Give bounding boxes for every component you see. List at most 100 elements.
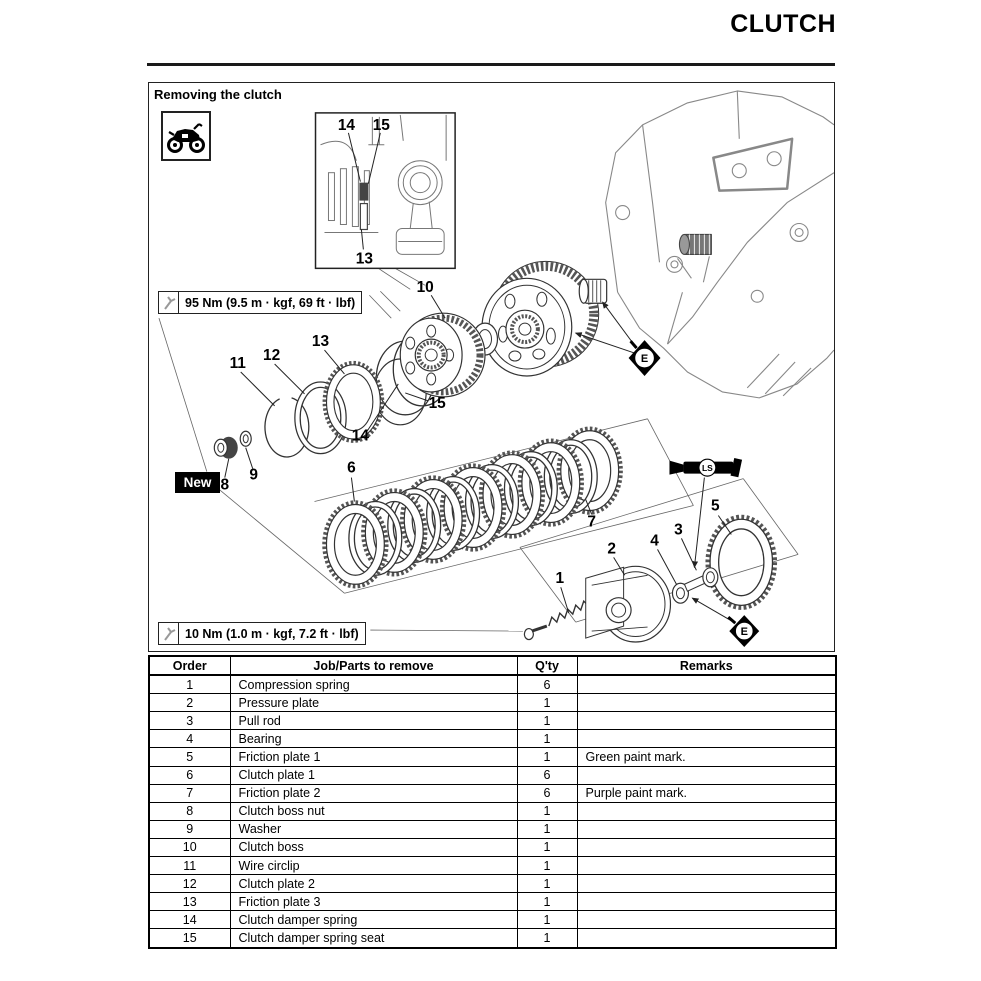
figure-panel: Removing the clutch [148, 82, 835, 652]
cell-order: 13 [148, 892, 231, 912]
cell-qty: 1 [516, 729, 578, 749]
cell-remarks [576, 874, 837, 894]
torque-value: 10 Nm (1.0 m · kgf, 7.2 ft · lbf) [185, 626, 359, 641]
cell-qty: 1 [516, 837, 578, 858]
callout-15: 15 [429, 395, 447, 412]
cell-remarks [576, 693, 837, 713]
cell-order: 3 [148, 711, 231, 731]
cell-order: 12 [148, 874, 231, 894]
callout-2: 2 [607, 540, 616, 557]
cell-job: Clutch boss nut [229, 801, 518, 821]
callout-9: 9 [249, 467, 258, 484]
cell-qty: 6 [516, 674, 578, 695]
header-remarks: Remarks [576, 655, 837, 677]
cell-order: 5 [148, 747, 231, 767]
callout-15-inset: 15 [373, 117, 391, 134]
cell-job: Friction plate 1 [229, 747, 518, 767]
oil-symbol-letter: E [741, 626, 748, 638]
plate-stack-drawing [324, 429, 620, 586]
callout-7: 7 [587, 513, 596, 530]
cell-remarks [576, 674, 837, 695]
cell-job: Clutch plate 1 [229, 765, 518, 785]
cell-job: Clutch plate 2 [229, 874, 518, 894]
oil-symbol-letter: E [641, 353, 648, 365]
cell-qty: 1 [516, 892, 578, 912]
cell-order: 9 [148, 819, 231, 839]
cell-qty: 1 [516, 711, 578, 731]
callout-3: 3 [674, 521, 683, 538]
cell-qty: 1 [516, 747, 578, 767]
cell-order: 7 [148, 783, 231, 803]
bearing [671, 582, 690, 604]
cell-remarks [576, 801, 837, 821]
cell-qty: 1 [516, 928, 578, 948]
cell-remarks: Green paint mark. [576, 747, 837, 767]
cell-remarks [576, 928, 837, 948]
pull-rod [683, 567, 719, 592]
cell-job: Clutch damper spring [229, 910, 518, 930]
cell-job: Clutch boss [229, 837, 518, 858]
callout-12: 12 [263, 347, 280, 364]
clutch-boss-drawing [399, 312, 486, 398]
damper-spring-section [359, 182, 369, 201]
torque-spec-box-10nm: 10 Nm (1.0 m · kgf, 7.2 ft · lbf) [158, 622, 366, 645]
inset-detail-box [314, 112, 456, 270]
cell-qty: 1 [516, 910, 578, 930]
motorcycle-icon-box [161, 111, 211, 161]
cell-order: 14 [148, 910, 231, 930]
cell-qty: 1 [516, 819, 578, 839]
pressure-plate-group-drawing [523, 517, 775, 643]
transmission-shaft-spline [677, 233, 712, 283]
cell-remarks [576, 765, 837, 785]
clutch-housing-drawing [471, 260, 608, 377]
table-header-row: Order Job/Parts to remove Q'ty Remarks [148, 655, 837, 677]
wire-circlip [264, 397, 310, 458]
cell-order: 2 [148, 693, 231, 713]
exploded-clutch-diagram: E E LS 14 15 13 10 11 12 13 15 14 6 7 [158, 90, 834, 648]
cell-order: 6 [148, 765, 231, 785]
header-qty: Q'ty [516, 655, 578, 677]
callout-labels: 14 15 13 10 11 12 13 15 14 6 7 5 3 4 2 1… [220, 117, 720, 587]
cell-order: 8 [148, 801, 231, 821]
cell-remarks [576, 711, 837, 731]
cell-order: 4 [148, 729, 231, 749]
grease-symbol-letters: LS [702, 463, 713, 473]
cell-job: Friction plate 2 [229, 783, 518, 803]
compression-spring-and-bolt [523, 597, 593, 641]
cell-job: Pressure plate [229, 693, 518, 713]
clutch-plate-2 [294, 381, 347, 455]
cell-order: 1 [148, 674, 231, 695]
motorcycle-icon [167, 123, 205, 153]
callout-13-inset: 13 [356, 250, 374, 267]
needle-bearing [578, 278, 608, 304]
engine-case-drawing [605, 90, 834, 399]
engine-oil-symbol-1: E [628, 340, 661, 376]
callout-6: 6 [347, 460, 356, 477]
callout-4: 4 [650, 532, 659, 549]
leader-lines [224, 132, 736, 624]
engine-oil-symbol-2: E [727, 615, 760, 648]
heading-rule [147, 63, 835, 66]
callout-1: 1 [556, 570, 565, 587]
callout-10: 10 [417, 279, 434, 296]
pressure-plate [585, 565, 672, 643]
cell-qty: 6 [516, 765, 578, 785]
cell-qty: 1 [516, 801, 578, 821]
cell-job: Bearing [229, 729, 518, 749]
cell-remarks [576, 837, 837, 858]
cell-remarks [576, 856, 837, 876]
cell-job: Friction plate 3 [229, 892, 518, 912]
cell-qty: 1 [516, 874, 578, 894]
cell-remarks: Purple paint mark. [576, 783, 837, 803]
cell-order: 15 [148, 928, 231, 948]
friction-plate-1 [708, 517, 775, 607]
cell-qty: 1 [516, 856, 578, 876]
